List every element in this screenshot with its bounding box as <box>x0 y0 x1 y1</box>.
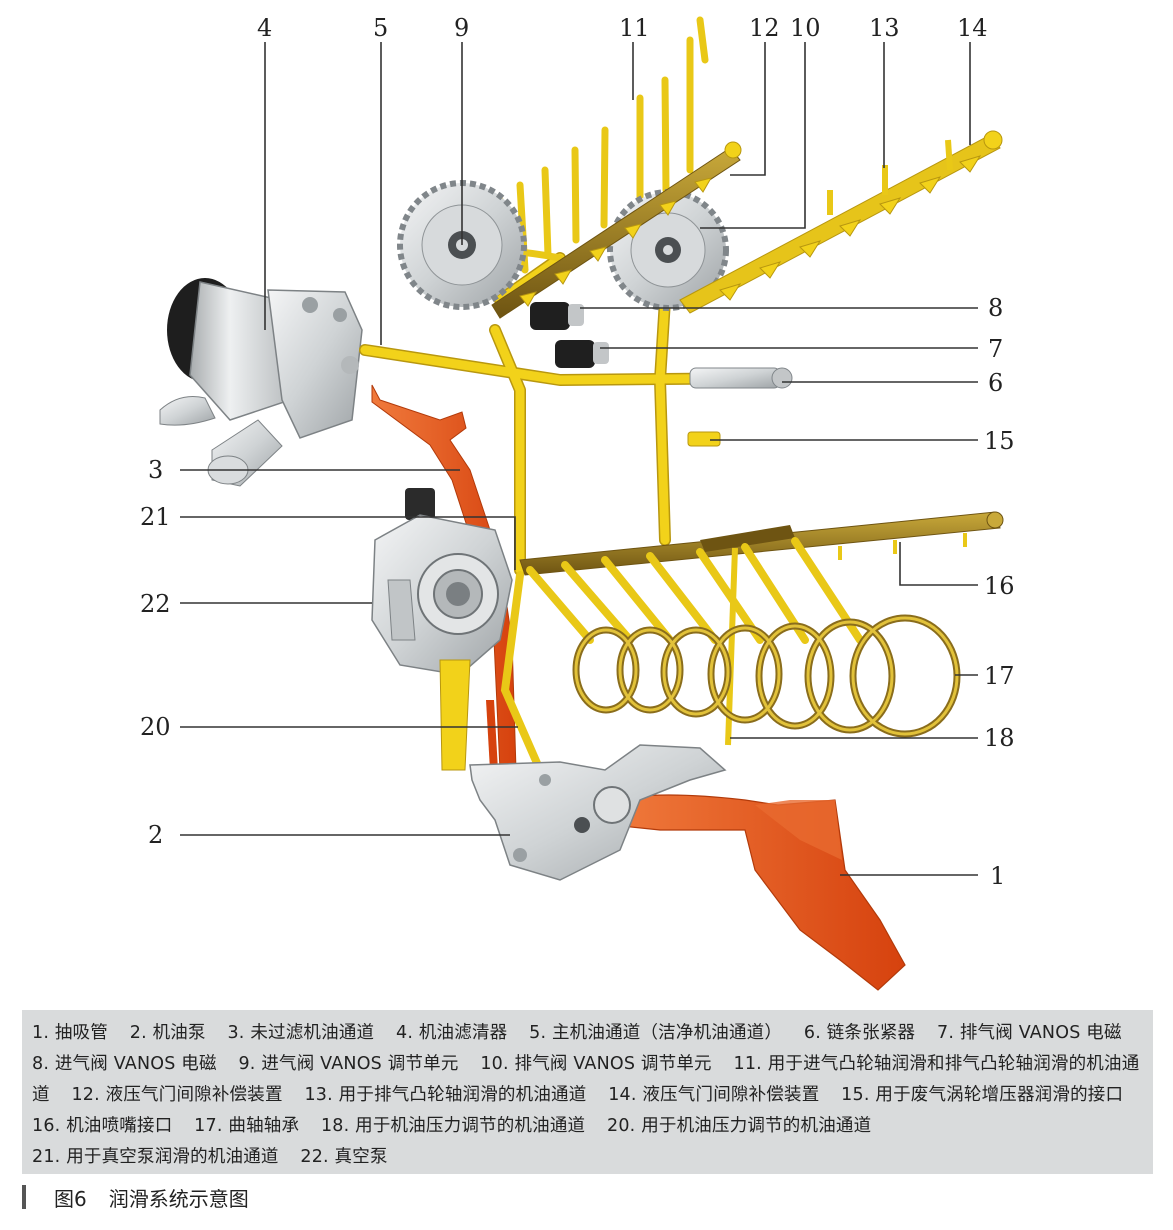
legend-item-7: 7. 排气阀 VANOS 电磁 <box>936 1023 1122 1043</box>
crankshaft-bearings <box>572 614 961 738</box>
legend-item-18: 18. 用于机油压力调节的机油通道 <box>320 1116 586 1136</box>
callout-14: 14 <box>957 14 988 42</box>
callout-labels: 4 5 9 11 12 10 13 14 8 7 6 15 16 17 18 1… <box>140 14 1015 890</box>
callout-15: 15 <box>984 427 1015 455</box>
turbo-port <box>687 431 721 447</box>
oil-filter <box>159 278 363 487</box>
oil-pump <box>469 744 727 881</box>
callout-7: 7 <box>988 335 1003 363</box>
legend-item-9: 9. 进气阀 VANOS 调节单元 <box>238 1054 459 1074</box>
callout-18: 18 <box>984 724 1015 752</box>
legend-item-14: 14. 液压气门间隙补偿装置 <box>608 1085 820 1105</box>
legend-item-2: 2. 机油泵 <box>129 1023 206 1043</box>
callout-13: 13 <box>869 14 900 42</box>
callout-12: 12 <box>749 14 780 42</box>
callout-5: 5 <box>373 14 388 42</box>
lubrication-system-diagram: 4 5 9 11 12 10 13 14 8 7 6 15 16 17 18 1… <box>140 14 1015 991</box>
legend-item-13: 13. 用于排气凸轮轴润滑的机油通道 <box>304 1085 587 1105</box>
legend-item-5: 5. 主机油通道（洁净机油通道） <box>529 1023 783 1043</box>
callout-20: 20 <box>140 713 171 741</box>
figure-caption: 图6 润滑系统示意图 <box>22 1180 249 1214</box>
callout-6: 6 <box>988 369 1003 397</box>
callout-4: 4 <box>257 14 272 42</box>
legend-item-8: 8. 进气阀 VANOS 电磁 <box>32 1054 217 1074</box>
callout-8: 8 <box>988 294 1003 322</box>
caption-number: 图6 <box>54 1186 87 1211</box>
legend-item-20: 20. 用于机油压力调节的机油通道 <box>607 1116 872 1136</box>
chain-tensioner <box>689 367 793 389</box>
callout-22: 22 <box>140 590 171 618</box>
callout-11: 11 <box>619 14 650 42</box>
callout-17: 17 <box>984 662 1015 690</box>
legend-box: 1. 抽吸管 2. 机油泵 3. 未过滤机油通道 4. 机油滤清器 5. 主机油… <box>22 1010 1153 1174</box>
callout-21: 21 <box>140 503 171 531</box>
callout-2: 2 <box>148 821 163 849</box>
legend-item-11: 11. 用于进气凸轮轴润滑和排气凸轮轴润滑的机油通道 <box>32 1054 1140 1105</box>
legend-item-3: 3. 未过滤机油通道 <box>227 1023 375 1043</box>
vacuum-pump <box>371 488 513 771</box>
callout-9: 9 <box>454 14 469 42</box>
legend-item-21: 21. 用于真空泵润滑的机油通道 <box>32 1147 279 1167</box>
legend-item-12: 12. 液压气门间隙补偿装置 <box>71 1085 283 1105</box>
legend-item-22: 22. 真空泵 <box>300 1147 388 1167</box>
callout-10: 10 <box>790 14 821 42</box>
exhaust-hydraulic-lifter-rail <box>679 130 1003 314</box>
callout-16: 16 <box>984 572 1015 600</box>
caption-bar-icon <box>22 1185 26 1209</box>
vanos-solenoids <box>530 302 609 368</box>
legend-item-1: 1. 抽吸管 <box>32 1023 108 1043</box>
legend-item-17: 17. 曲轴轴承 <box>194 1116 300 1136</box>
legend-item-15: 15. 用于废气涡轮增压器润滑的接口 <box>841 1085 1124 1105</box>
legend-item-10: 10. 排气阀 VANOS 调节单元 <box>480 1054 712 1074</box>
legend-item-6: 6. 链条张紧器 <box>803 1023 916 1043</box>
legend-item-4: 4. 机油滤清器 <box>396 1023 508 1043</box>
suction-pipe <box>609 794 906 991</box>
legend-item-16: 16. 机油喷嘴接口 <box>32 1116 173 1136</box>
callout-3: 3 <box>148 456 163 484</box>
intake-hydraulic-lifter-rail <box>491 141 742 319</box>
leader-lines <box>180 42 978 876</box>
main-gallery-rail <box>500 511 1004 774</box>
callout-1: 1 <box>990 862 1005 890</box>
caption-title: 润滑系统示意图 <box>108 1186 249 1211</box>
